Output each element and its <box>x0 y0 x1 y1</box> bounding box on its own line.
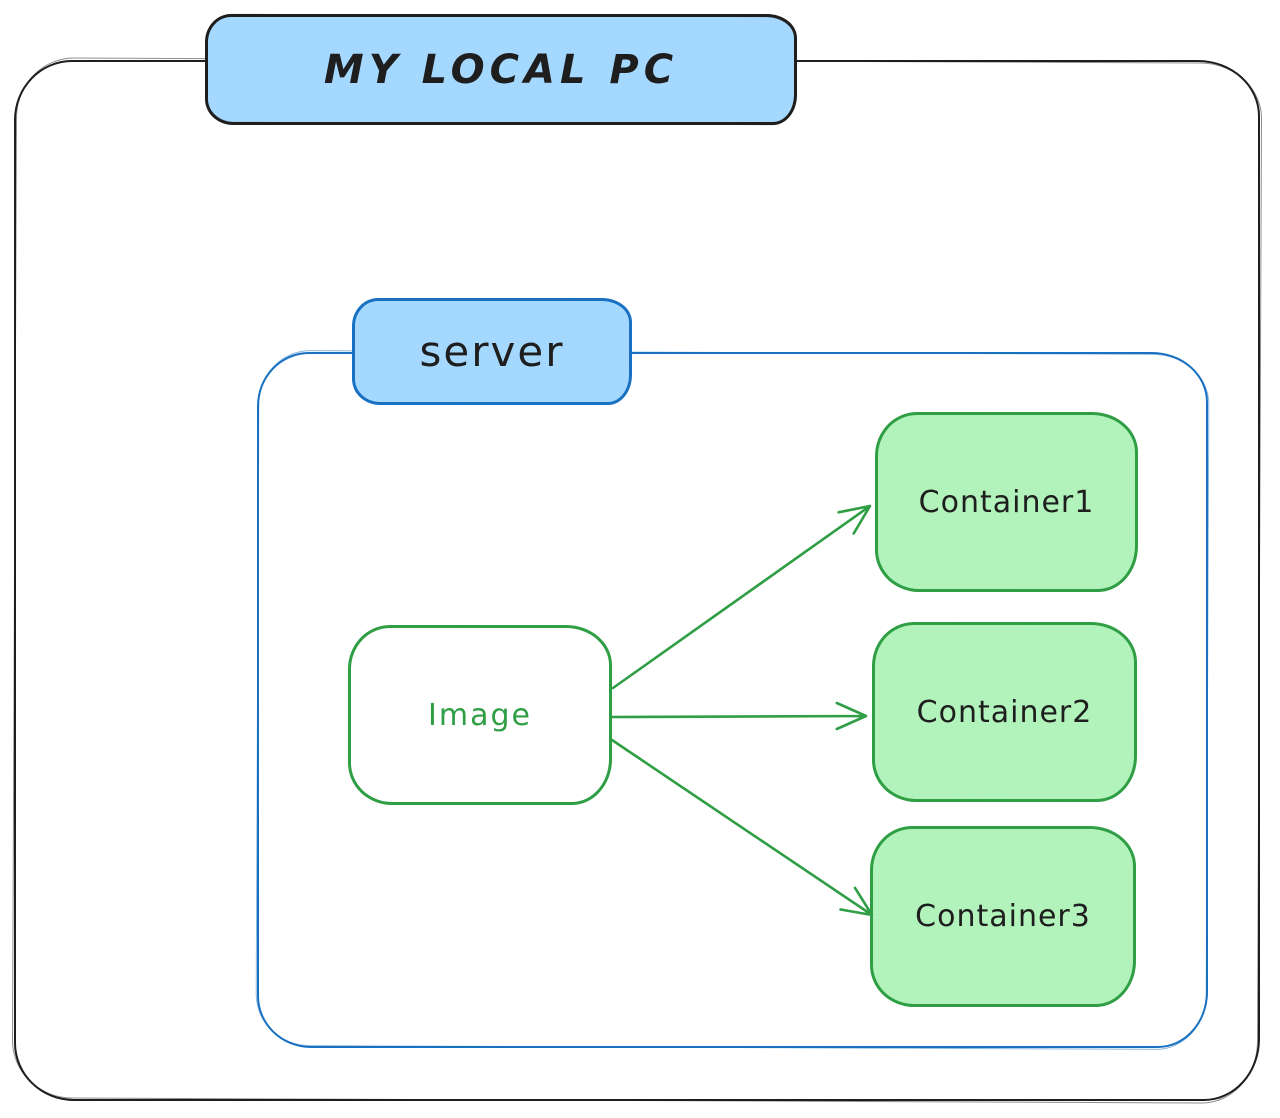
server-boundary <box>257 352 1208 1048</box>
server-label-text: server <box>419 327 565 376</box>
local-pc-label: MY LOCAL PC <box>205 14 797 125</box>
image-node-text: Image <box>428 697 532 733</box>
container2-node: Container2 <box>872 622 1137 802</box>
container2-text: Container2 <box>916 694 1093 730</box>
server-label: server <box>352 298 632 405</box>
container1-text: Container1 <box>918 484 1095 520</box>
container1-node: Container1 <box>875 412 1138 592</box>
image-node: Image <box>348 625 612 805</box>
container3-node: Container3 <box>870 826 1136 1007</box>
container3-text: Container3 <box>915 899 1091 934</box>
local-pc-label-text: MY LOCAL PC <box>323 46 679 93</box>
